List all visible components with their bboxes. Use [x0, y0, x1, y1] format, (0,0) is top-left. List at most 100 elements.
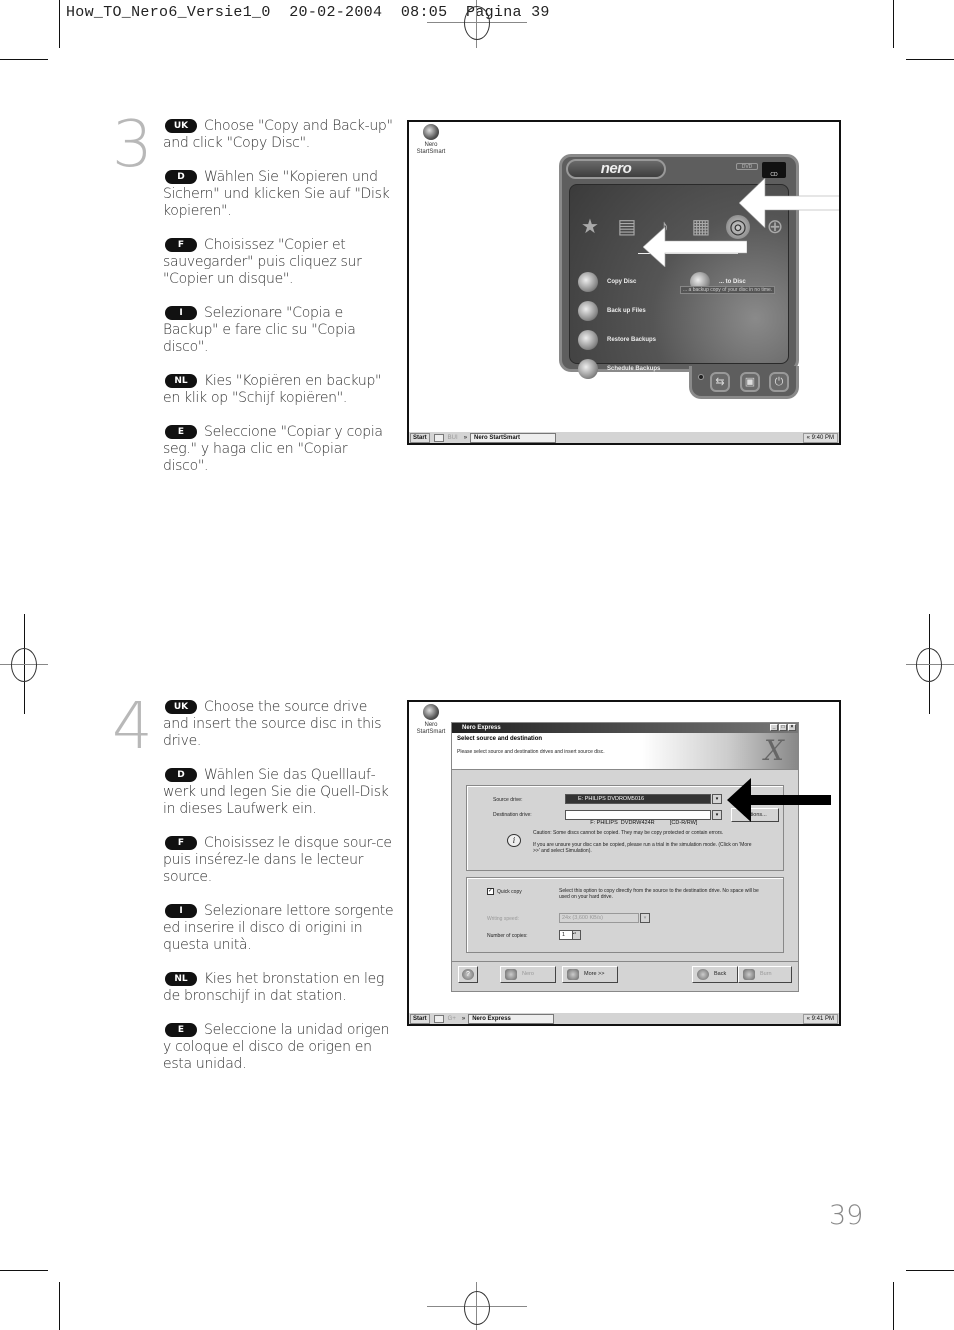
copy-options-group: ✓ Quick copy Select this option to copy …: [466, 877, 784, 953]
divider: [452, 961, 798, 962]
instruction-text: Kies "Kopiëren en backup" en klik op "Sc…: [163, 373, 382, 406]
quick-copy-description: Select this option to copy directly from…: [559, 888, 759, 900]
quicklaunch-chevron[interactable]: »: [463, 434, 468, 441]
copy-backup-icon[interactable]: ◎: [726, 215, 750, 239]
burn-button[interactable]: Burn: [738, 966, 792, 983]
status-led-icon: [698, 374, 704, 380]
number-of-copies-label: Number of copies:: [487, 933, 528, 939]
number-of-copies-stepper[interactable]: 1: [559, 930, 581, 940]
screenshot-nero-startsmart: Nero StartSmart nero DVD CD ★ ▤ ♪ ▦ ◎ ⊕ …: [407, 120, 841, 445]
help-icon: ?: [462, 969, 474, 980]
writing-speed-select[interactable]: 24x (3,600 KB/s) ▾: [559, 913, 650, 923]
desktop-icon-label: Nero: [424, 722, 438, 728]
star-icon[interactable]: ★: [581, 216, 599, 238]
lang-badge: D: [165, 170, 197, 184]
start-button[interactable]: Start: [410, 1013, 430, 1024]
lang-badge: F: [165, 238, 197, 252]
quicklaunch-chevron[interactable]: »: [461, 1015, 466, 1022]
dialog-titlebar[interactable]: Nero Express _ □ ×: [452, 723, 798, 733]
desktop-icon-label: StartSmart: [416, 729, 446, 735]
crop-mark: [906, 1270, 954, 1271]
crop-mark: [59, 1282, 60, 1330]
schedule-clock-icon: [578, 358, 598, 379]
quicklaunch-item[interactable]: G+: [447, 1015, 456, 1022]
dropdown-arrow-icon[interactable]: ▾: [712, 810, 722, 820]
registration-mark: [464, 1291, 490, 1325]
desktop-icon-label: StartSmart: [416, 149, 446, 155]
toggle-mode-button[interactable]: ⇆: [710, 372, 730, 392]
nero-icon: [505, 969, 517, 980]
step-number: 4: [112, 690, 153, 764]
taskbar-task-nero-express[interactable]: Nero Express: [468, 1013, 555, 1024]
dropdown-arrow-icon[interactable]: ▾: [640, 913, 650, 923]
extras-plus-icon[interactable]: ⊕: [766, 216, 784, 238]
desktop-icon-nero-startsmart[interactable]: Nero StartSmart: [413, 704, 449, 736]
nero-button[interactable]: Nero: [500, 966, 556, 983]
dialog-title: Nero Express: [462, 725, 501, 731]
desktop-icon-nero-startsmart[interactable]: Nero StartSmart: [413, 124, 449, 156]
source-drive-label: Source drive:: [493, 797, 523, 803]
crop-mark: [0, 1270, 48, 1271]
instruction-text: Choisissez "Copier et sauvegarder" puis …: [163, 237, 362, 287]
show-desktop-icon[interactable]: [433, 1014, 444, 1023]
show-desktop-icon[interactable]: [433, 433, 444, 442]
toolbox-button[interactable]: ▣: [740, 372, 760, 392]
quick-copy-checkbox[interactable]: ✓ Quick copy: [487, 888, 522, 895]
dropdown-arrow-icon[interactable]: ▾: [712, 794, 722, 804]
dialog-subheading: Please select source and destination dri…: [457, 749, 605, 755]
media-dvd-toggle[interactable]: DVD: [736, 163, 758, 170]
task-back-up-files[interactable]: Back up Files: [578, 296, 660, 325]
instruction-text: Wählen Sie "Kopieren und Sichern" und kl…: [163, 169, 390, 219]
quicklaunch-item[interactable]: BUI: [447, 434, 458, 441]
lang-badge: NL: [165, 374, 197, 388]
more-button[interactable]: More >>: [562, 966, 618, 983]
page-number: 39: [829, 1200, 864, 1231]
document-icon[interactable]: ▤: [617, 216, 637, 238]
music-note-icon[interactable]: ♪: [659, 216, 669, 238]
exit-button[interactable]: ⏻: [769, 372, 789, 392]
instruction-text: Kies het bronstation en leg de bronschij…: [163, 971, 384, 1004]
help-button[interactable]: ?: [458, 966, 478, 983]
registration-mark: [11, 648, 37, 682]
lang-badge: I: [165, 904, 197, 918]
crop-mark: [906, 59, 954, 60]
start-button[interactable]: Start: [410, 432, 430, 443]
nero-app-icon: [423, 704, 439, 720]
nero-button-label: Nero: [522, 971, 534, 977]
info-icon: i: [507, 834, 521, 847]
back-button[interactable]: Back: [692, 966, 738, 983]
backup-files-icon: [578, 300, 598, 321]
task-schedule-backups[interactable]: Schedule Backups: [578, 354, 660, 383]
video-photo-icon[interactable]: ▦: [691, 216, 711, 238]
close-button[interactable]: ×: [788, 724, 796, 731]
task-list: Copy Disc Back up Files Restore Backups …: [578, 267, 660, 383]
lang-badge: E: [165, 425, 197, 439]
instruction-text: Selezionare lettore sorgente ed inserire…: [163, 903, 394, 953]
maximize-button[interactable]: □: [779, 724, 787, 731]
burn-icon: [743, 969, 755, 980]
checkbox-checked-icon[interactable]: ✓: [487, 888, 494, 895]
lang-badge: D: [165, 768, 197, 782]
source-drive-select[interactable]: E: PHILIPS DVDROM5016 ▾: [565, 794, 722, 804]
task-copy-disc[interactable]: Copy Disc: [578, 267, 660, 296]
taskbar-task-nero-startsmart[interactable]: Nero StartSmart: [470, 432, 557, 443]
media-cd-toggle[interactable]: CD: [762, 162, 786, 178]
crop-mark: [893, 1282, 894, 1330]
lang-badge: F: [165, 836, 197, 850]
pointer-arrow-icon: [739, 178, 839, 228]
minimize-button[interactable]: _: [770, 724, 778, 731]
destination-drive-select[interactable]: F: PHILIPS DVDRW424R [CD-R/RW] ▾: [565, 810, 722, 826]
task-restore-backups[interactable]: Restore Backups: [578, 325, 660, 354]
lang-badge: UK: [165, 700, 197, 714]
lang-badge: NL: [165, 972, 197, 986]
crop-mark: [59, 0, 60, 48]
more-button-label: More >>: [584, 971, 605, 977]
instruction-text: Selezionare "Copia e Backup" e fare clic…: [163, 305, 356, 355]
category-bar: ★ ▤ ♪ ▦ ◎ ⊕: [578, 215, 787, 239]
